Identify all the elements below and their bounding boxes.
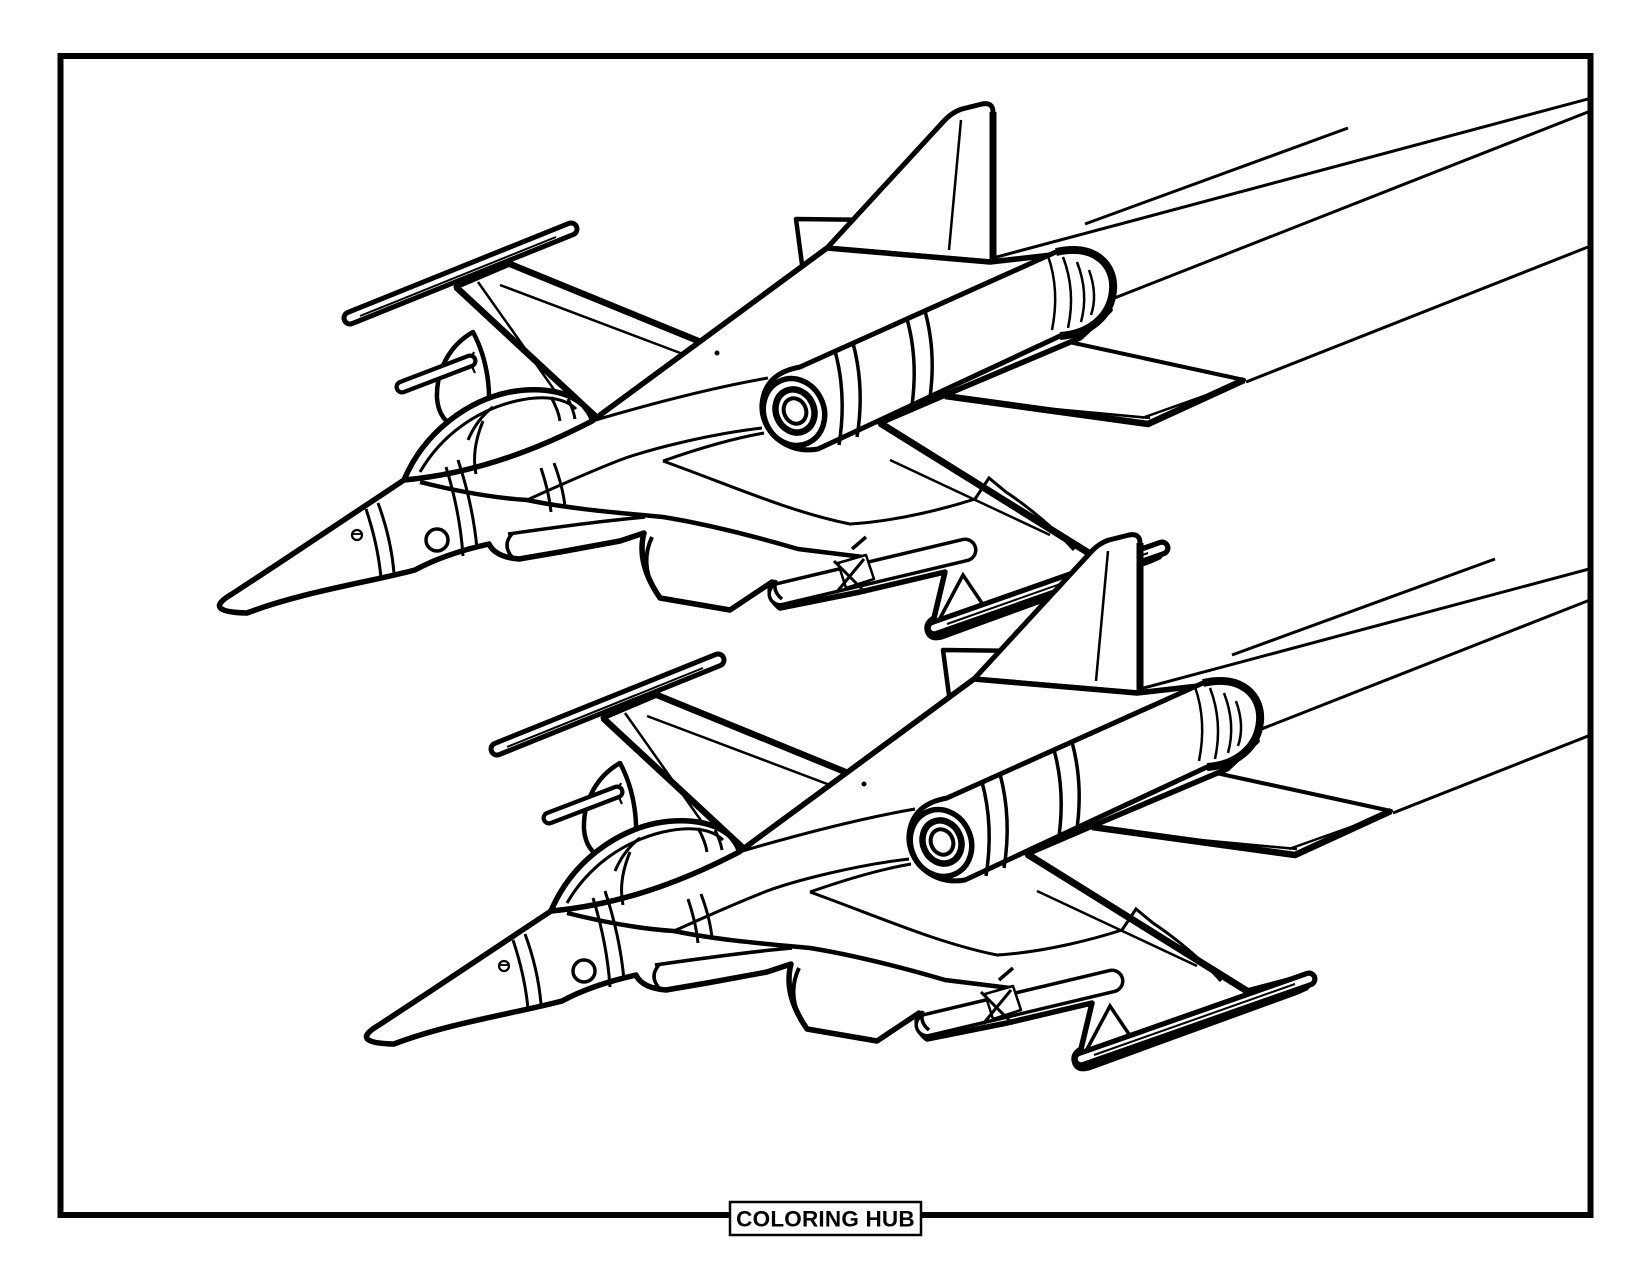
svg-text:COLORING HUB: COLORING HUB: [736, 1207, 915, 1232]
